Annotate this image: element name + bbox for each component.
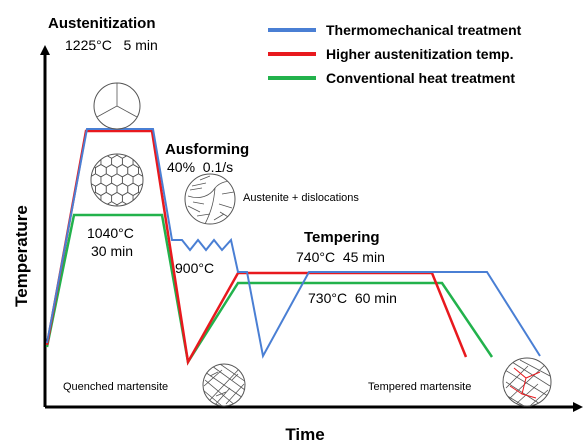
fine-austenite-grains-icon	[90, 153, 144, 207]
tempered-martensite-icon	[502, 357, 552, 407]
tempering-title: Tempering	[304, 229, 380, 246]
conventional-time-label: 30 min	[91, 243, 133, 259]
legend: Thermomechanical treatment Higher austen…	[268, 22, 522, 86]
quenched-martensite-label: Quenched martensite	[63, 381, 168, 393]
y-axis-label: Temperature	[12, 205, 31, 307]
x-axis-label: Time	[285, 425, 324, 444]
tempered-martensite-label: Tempered martensite	[368, 381, 471, 393]
thermomechanical-curve	[46, 128, 541, 359]
legend-label-thermomechanical: Thermomechanical treatment	[326, 22, 522, 38]
coarse-austenite-grains-icon	[93, 82, 141, 130]
ausforming-params: 40% 0.1/s	[167, 159, 233, 175]
quenched-martensite-icon	[202, 363, 246, 407]
tempering-upper-label: 740°C 45 min	[296, 249, 385, 265]
austenite-dislocations-label: Austenite + dislocations	[243, 192, 359, 204]
austenitization-title: Austenitization	[48, 15, 156, 32]
ausforming-temp-label: 900°C	[175, 260, 214, 276]
legend-label-conventional: Conventional heat treatment	[326, 70, 515, 86]
tempering-lower-label: 730°C 60 min	[308, 290, 397, 306]
conventional-temp-label: 1040°C	[87, 225, 134, 241]
ausforming-title: Ausforming	[165, 141, 249, 158]
deformed-austenite-icon	[184, 173, 236, 225]
austenitization-params: 1225°C 5 min	[65, 37, 158, 53]
legend-label-higher-temp: Higher austenitization temp.	[326, 46, 513, 62]
